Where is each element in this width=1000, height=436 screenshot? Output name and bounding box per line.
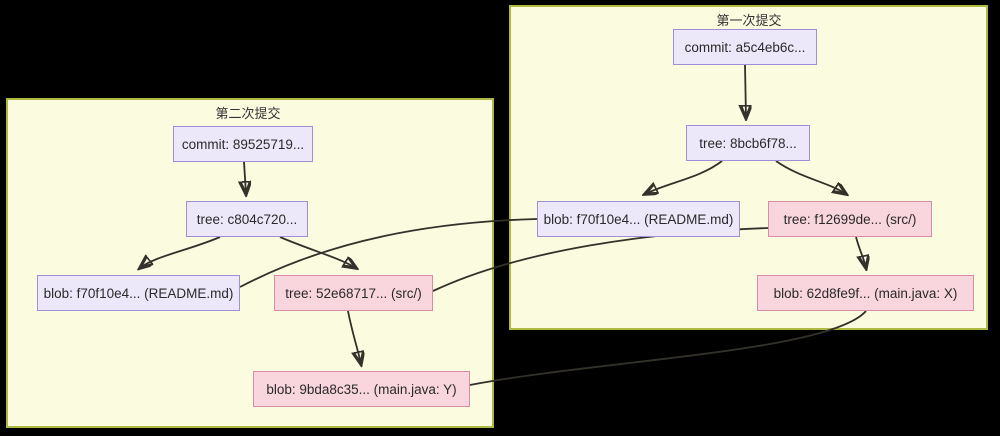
edge-b1-to-b3 [239,218,538,288]
node-blob-b1[interactable]: blob: f70f10e4... (README.md) [537,201,740,237]
edge-c1-to-t1 [745,64,746,118]
edge-t1-to-t2 [775,160,846,194]
node-blob-b4[interactable]: blob: 9bda8c35... (main.java: Y) [253,371,470,407]
edge-b2-to-b4 [469,310,867,386]
node-blob-b2[interactable]: blob: 62d8fe9f... (main.java: X) [757,275,974,311]
panel-title-second: 第二次提交 [215,106,281,121]
edge-c2-to-t3 [244,161,246,194]
edge-t2-to-t4 [432,227,769,292]
edge-t3-to-b3 [140,236,221,268]
edge-t2-to-b2 [855,236,866,268]
node-tree-t2[interactable]: tree: f12699de... (src/) [768,201,932,237]
panel-title-first: 第一次提交 [716,13,782,28]
node-tree-t3[interactable]: tree: c804c720... [186,201,308,237]
node-blob-b3[interactable]: blob: f70f10e4... (README.md) [37,275,240,311]
node-commit-c1[interactable]: commit: a5c4eb6c... [673,29,817,65]
node-tree-t1[interactable]: tree: 8bcb6f78... [686,125,810,161]
edge-t3-to-t4 [279,236,356,268]
node-commit-c2[interactable]: commit: 89525719... [173,126,313,162]
node-tree-t4[interactable]: tree: 52e68717... (src/) [274,275,433,311]
edge-t1-to-b1 [645,160,723,194]
edge-t4-to-b4 [347,310,361,364]
